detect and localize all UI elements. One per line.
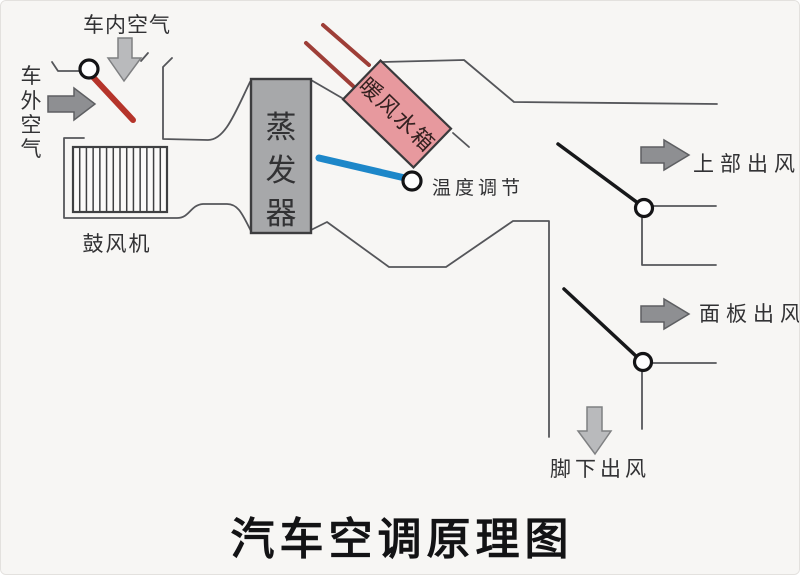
heater-core-box: [341, 58, 453, 170]
panel-outlet-arrow-icon: [640, 297, 691, 331]
upper-mode-flap-pivot: [633, 197, 655, 219]
temperature-flap: [315, 154, 409, 182]
interior-air-arrow-icon: [106, 37, 143, 83]
upper-outlet-arrow-icon: [640, 138, 691, 172]
foot-outlet-label: 脚下出风: [550, 457, 650, 481]
evaporator-label-char: 器: [266, 196, 297, 231]
bottom-duct-wall: [310, 220, 550, 438]
recirculation-flap-pivot: [78, 58, 100, 80]
panel-outlet-label: 面板出风: [699, 302, 800, 326]
upper-outlet-label: 上部出风: [693, 152, 800, 176]
heater-pipes: [304, 23, 371, 88]
blower: [71, 145, 169, 214]
blower-housing-wall: [63, 137, 252, 232]
panel-mode-flap-pivot: [632, 351, 654, 373]
recirculation-flap: [90, 74, 136, 123]
panel-mode-flap: [562, 287, 639, 359]
upper-mode-flap: [556, 142, 640, 205]
heater-pipe-lower: [304, 41, 355, 88]
foot-outlet-arrow-icon: [576, 406, 613, 456]
outside-air-label-char: 空: [21, 113, 42, 137]
evap-to-heater-wall: [310, 79, 343, 99]
outside-air-arrow-icon: [47, 86, 97, 122]
outside-air-label-char: 气: [21, 137, 42, 161]
evaporator-label-char: 发: [266, 153, 297, 188]
interior-air-label: 车内空气: [83, 13, 171, 37]
blower-label: 鼓风机: [83, 232, 152, 256]
duct-outlines: [51, 52, 718, 438]
temperature-flap-pivot: [401, 170, 423, 192]
diagram-title: 汽车空调原理图: [231, 514, 574, 565]
blower-hatch-lines: [78, 148, 162, 211]
evaporator: 蒸 发 器: [249, 77, 313, 235]
evaporator-label-char: 蒸: [266, 110, 297, 145]
upper-panel-channel: [641, 216, 717, 266]
outside-air-label: 车 外 空 气: [21, 64, 42, 161]
heater-outlet-lip: [452, 132, 470, 148]
evaporator-box: [249, 77, 313, 235]
outside-air-label-char: 外: [21, 89, 42, 113]
temperature-control-label: 温度调节: [432, 177, 524, 199]
intake-right-lip-tick: [140, 52, 149, 62]
top-duct-wall: [381, 59, 718, 105]
upper-duct-wall: [162, 57, 251, 141]
outside-air-label-char: 车: [21, 64, 42, 88]
heater-pipe-upper: [321, 23, 371, 67]
intake-left-lip: [51, 61, 80, 72]
